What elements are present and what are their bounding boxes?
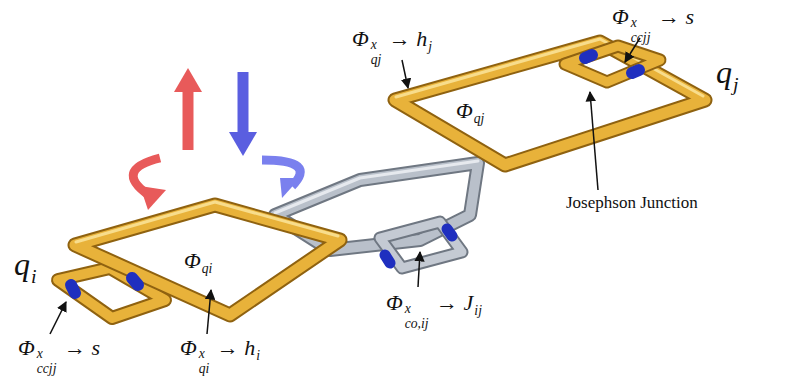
- qubit-name: qi: [14, 248, 37, 286]
- formula-text: Josephson Junction: [566, 193, 698, 212]
- bias-arrows: [133, 68, 300, 210]
- ccjj-loop-body: [565, 46, 660, 82]
- formula-text: Φ: [352, 26, 369, 51]
- subscript: j: [733, 73, 739, 95]
- josephson-junction: [632, 70, 639, 73]
- formula-text: q: [14, 246, 30, 282]
- leader-line: [207, 290, 211, 334]
- flux-bias-label: Φxccjj → s: [18, 337, 100, 376]
- subscript: qj: [474, 111, 485, 126]
- subscript: qj: [371, 53, 382, 67]
- coupler-loop: [275, 161, 478, 268]
- qubit-loop-body: [75, 205, 340, 315]
- qubit-loop-highlight: [76, 202, 338, 242]
- script-stack: xqi: [199, 347, 210, 376]
- formula-text: Φ: [18, 335, 35, 360]
- script-stack: xccjj: [631, 16, 651, 45]
- formula-text: Φ: [184, 248, 201, 273]
- qubit-loop-body: [395, 42, 705, 165]
- subscript: ccjj: [37, 362, 57, 376]
- qubit-loop-edge: [395, 42, 705, 165]
- blue-down-arrowhead: [229, 132, 257, 156]
- formula-text: → h: [389, 26, 428, 51]
- flux-bias-label: Φxccjj → s: [612, 6, 694, 45]
- formula-text: → h: [217, 335, 256, 360]
- red-curl-arrowhead: [140, 186, 166, 210]
- loop-flux-label: Φqj: [456, 100, 484, 126]
- josephson-junction: [447, 229, 452, 236]
- formula-text: Φ: [612, 4, 629, 29]
- coupler-bias-label: Φxco,ij → Jij: [386, 292, 482, 331]
- leader-line: [590, 92, 598, 190]
- superscript: x: [199, 347, 210, 361]
- leader-lines: [50, 38, 640, 334]
- coupler-highlight: [275, 161, 478, 213]
- qubit-loop-highlight: [396, 39, 703, 97]
- subscript: ccjj: [631, 31, 651, 45]
- josephson-junction: [585, 55, 592, 58]
- subscript: i: [31, 265, 37, 287]
- script-stack: xqj: [371, 38, 382, 67]
- formula-text: q: [716, 54, 732, 90]
- coupler-ccjj-body: [380, 222, 462, 268]
- leader-line: [50, 302, 66, 334]
- flux-bias-label: Φxqi → hi: [180, 337, 260, 376]
- qubit-name: qj: [716, 56, 739, 94]
- qubit-loop-edge: [75, 205, 340, 315]
- formula-text: Φ: [456, 98, 473, 123]
- subscript: j: [428, 39, 432, 54]
- formula-text: → J: [436, 290, 473, 315]
- script-stack: xccjj: [37, 347, 57, 376]
- superscript: x: [405, 302, 429, 316]
- leader-line: [418, 252, 420, 287]
- qubit-i-loop: [58, 202, 340, 318]
- script-stack: xco,ij: [405, 302, 429, 331]
- subscript: ij: [474, 303, 482, 318]
- flux-bias-label: Φxqj → hj: [352, 28, 432, 67]
- subscript: qi: [199, 362, 210, 376]
- qubit-j-loop: [395, 39, 705, 165]
- blue-down-arrow: [238, 72, 249, 134]
- ccjj-loop-edge: [565, 46, 660, 82]
- red-up-arrow: [183, 90, 194, 150]
- red-up-arrowhead: [174, 68, 202, 92]
- subscript: co,ij: [405, 317, 429, 331]
- josephson-junction: [71, 285, 75, 293]
- blue-curl-arrowhead: [280, 178, 300, 198]
- superscript: x: [631, 16, 651, 30]
- superscript: x: [371, 38, 382, 52]
- loop-flux-label: Φqi: [184, 250, 212, 276]
- subscript: qi: [202, 261, 213, 276]
- josephson-junction: [385, 255, 390, 263]
- josephson-junction: [132, 278, 138, 285]
- formula-text: Φ: [180, 335, 197, 360]
- superscript: x: [37, 347, 57, 361]
- junction-label: Josephson Junction: [566, 194, 698, 211]
- leader-line: [402, 60, 408, 88]
- formula-text: Φ: [386, 290, 403, 315]
- formula-text: → s: [64, 335, 100, 360]
- formula-text: → s: [658, 4, 694, 29]
- subscript: i: [256, 348, 260, 363]
- coupler-ccjj-edge: [380, 222, 462, 268]
